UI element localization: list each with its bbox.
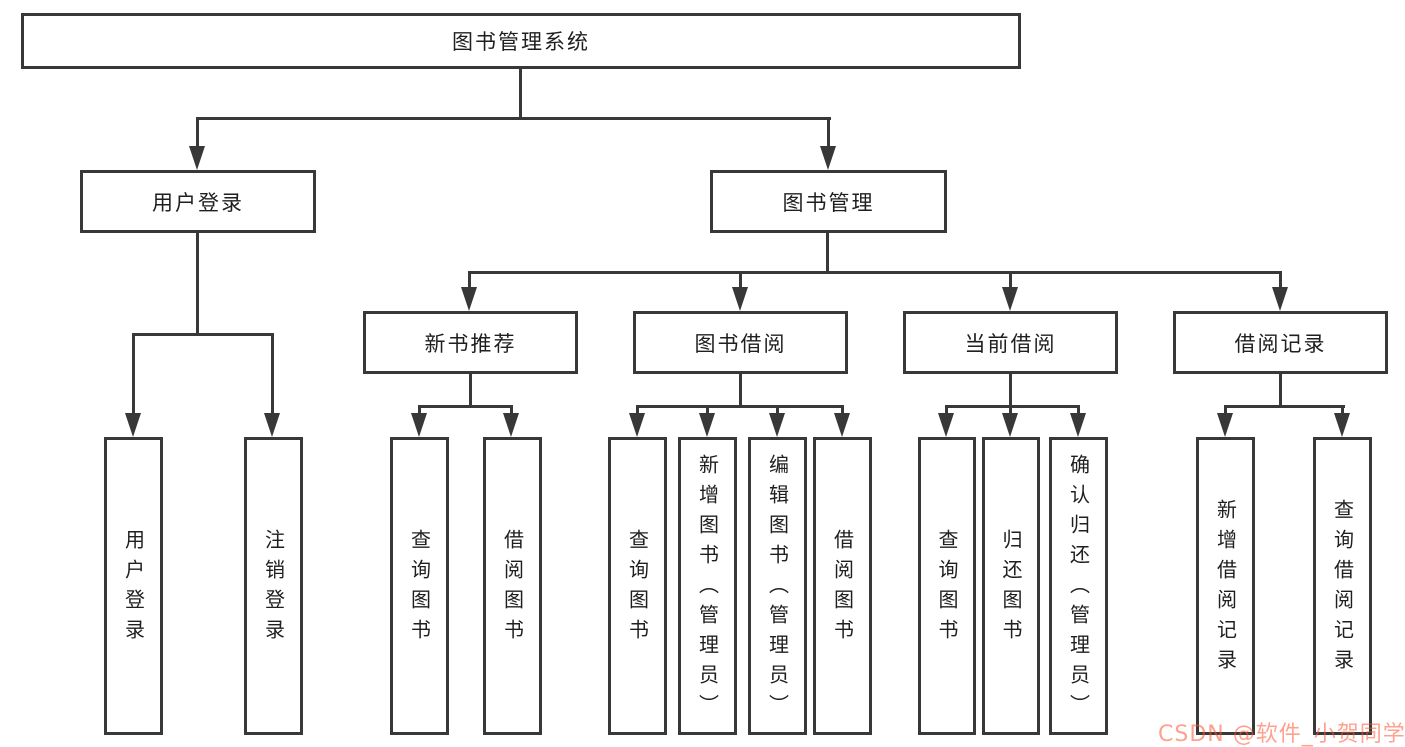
node-borrow-record-label: 借阅记录 (1234, 331, 1327, 356)
edge-new-book-rec-crossbar (418, 405, 513, 408)
arrowhead-leaf (629, 413, 645, 437)
edge-leaf-stem (776, 407, 779, 415)
arrowhead-book-mgmt (820, 146, 836, 170)
node-new-book-rec-label: 新书推荐 (424, 331, 517, 356)
leaf-confirm-return-admin: 确认归还（管理员） (1049, 437, 1108, 735)
arrowhead-leaf-login (125, 413, 141, 437)
arrowhead-leaf (1334, 413, 1350, 437)
arrowhead-leaf (938, 413, 954, 437)
edge-current-borrow-crossbar (945, 405, 1080, 408)
edge-book-borrow-stem (739, 374, 742, 407)
arrowhead-leaf (769, 413, 785, 437)
edge-to-new-book-rec-stem (468, 273, 471, 289)
edge-root-crossbar (196, 117, 831, 120)
edge-to-book-mgmt-stem (827, 119, 830, 149)
leaf-edit-books-admin: 编辑图书（管理员） (748, 437, 807, 735)
edge-to-leaf-logout-stem (271, 335, 274, 415)
node-book-mgmt-label: 图书管理 (782, 190, 875, 215)
csdn-watermark: CSDN @软件_小贺同学 (1158, 722, 1405, 747)
arrowhead-leaf (1070, 413, 1086, 437)
leaf-user-login: 用户登录 (104, 437, 163, 735)
arrowhead-leaf (699, 413, 715, 437)
arrowhead-leaf (503, 413, 519, 437)
node-borrow-record: 借阅记录 (1173, 311, 1388, 374)
arrowhead-borrow-record (1272, 287, 1288, 311)
edge-book-mgmt-crossbar (468, 271, 1282, 274)
node-current-borrow-label: 当前借阅 (964, 331, 1057, 356)
arrowhead-leaf (1217, 413, 1233, 437)
node-root: 图书管理系统 (21, 13, 1021, 69)
arrowhead-new-book-rec (461, 287, 477, 311)
edge-leaf-stem (1077, 407, 1080, 415)
node-book-borrow: 图书借阅 (633, 311, 848, 374)
edge-to-current-borrow-stem (1009, 273, 1012, 289)
arrowhead-leaf (834, 413, 850, 437)
edge-user-login-crossbar (132, 333, 274, 336)
leaf-query-books: 查询图书 (390, 437, 449, 735)
node-current-borrow: 当前借阅 (903, 311, 1118, 374)
arrowhead-user-login (189, 146, 205, 170)
edge-leaf-stem (510, 407, 513, 415)
edge-book-mgmt-stem (826, 233, 829, 273)
arrowhead-current-borrow (1002, 287, 1018, 311)
arrowhead-book-borrow (732, 287, 748, 311)
node-root-label: 图书管理系统 (452, 30, 590, 54)
edge-user-login-stem (196, 233, 199, 335)
edge-book-borrow-crossbar (636, 405, 844, 408)
edge-leaf-stem (636, 407, 639, 415)
edge-leaf-stem (1341, 407, 1344, 415)
node-book-mgmt: 图书管理 (710, 170, 947, 233)
edge-to-book-borrow-stem (739, 273, 742, 289)
edge-to-leaf-login-stem (132, 335, 135, 415)
edge-leaf-stem (841, 407, 844, 415)
node-user-login-label: 用户登录 (152, 190, 244, 215)
arrowhead-leaf (1002, 413, 1018, 437)
edge-root-stem (519, 69, 522, 119)
leaf-return-books: 归还图书 (982, 437, 1040, 735)
edge-leaf-stem (418, 407, 421, 415)
leaf-borrow-books: 借阅图书 (483, 437, 542, 735)
edge-current-borrow-stem (1009, 374, 1012, 407)
leaf-query-borrow-record: 查询借阅记录 (1313, 437, 1372, 735)
leaf-add-books-admin: 新增图书（管理员） (678, 437, 737, 735)
leaf-borrow-books: 借阅图书 (813, 437, 872, 735)
edge-borrow-record-crossbar (1224, 405, 1345, 408)
edge-leaf-stem (706, 407, 709, 415)
leaf-query-books: 查询图书 (918, 437, 976, 735)
edge-to-user-login-stem (196, 119, 199, 149)
leaf-query-books: 查询图书 (608, 437, 667, 735)
arrowhead-leaf (411, 413, 427, 437)
edge-new-book-rec-stem (469, 374, 472, 407)
node-user-login: 用户登录 (80, 170, 316, 233)
edge-leaf-stem (1009, 407, 1012, 415)
arrowhead-leaf-logout (264, 413, 280, 437)
edge-to-borrow-record-stem (1279, 273, 1282, 289)
node-book-borrow-label: 图书借阅 (694, 331, 787, 356)
leaf-add-borrow-record: 新增借阅记录 (1196, 437, 1255, 735)
leaf-logout: 注销登录 (244, 437, 303, 735)
edge-leaf-stem (1224, 407, 1227, 415)
edge-leaf-stem (945, 407, 948, 415)
edge-borrow-record-stem (1279, 374, 1282, 407)
node-new-book-rec: 新书推荐 (363, 311, 578, 374)
